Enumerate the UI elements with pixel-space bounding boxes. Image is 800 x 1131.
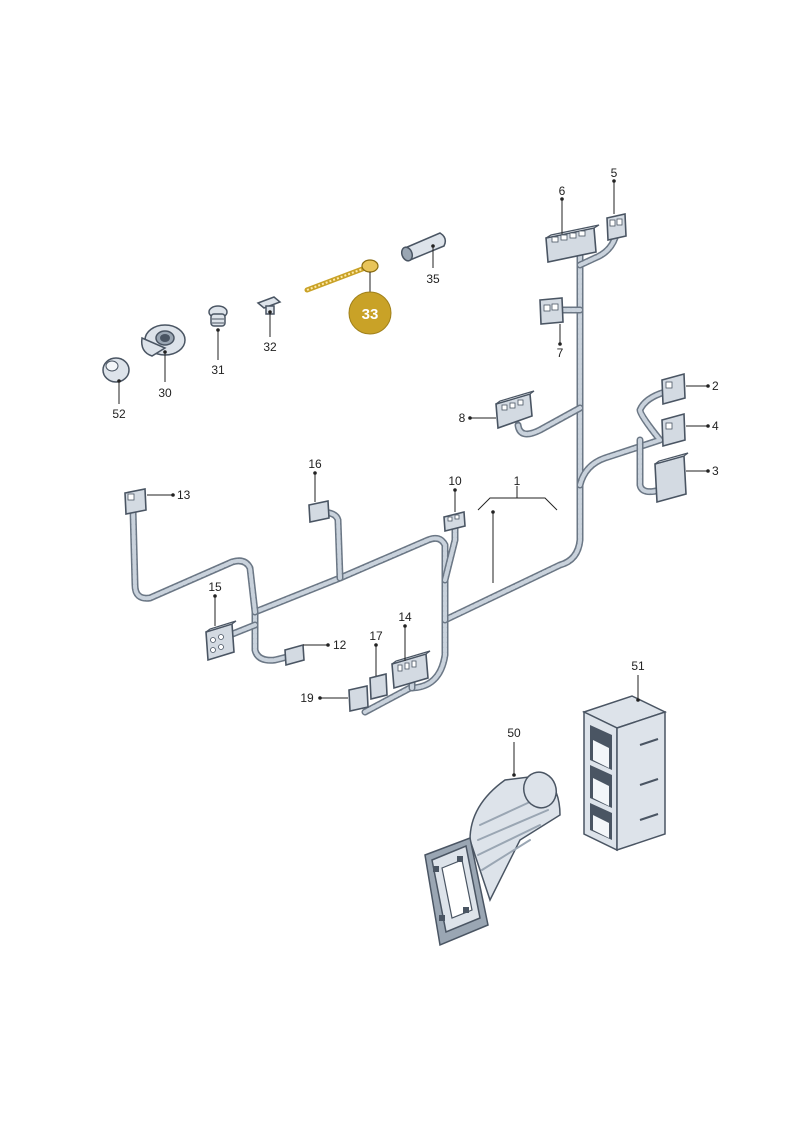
connector-6 — [545, 224, 600, 263]
cap-52 — [102, 357, 130, 383]
callout-15: 15 — [208, 580, 222, 594]
connector-13 — [124, 488, 147, 515]
callout-6: 6 — [559, 184, 566, 198]
callout-30: 30 — [158, 386, 172, 400]
callout-17: 17 — [369, 629, 383, 643]
connector-3 — [654, 452, 689, 504]
grommet-30 — [140, 324, 186, 357]
connector-7 — [539, 297, 564, 325]
connector-10 — [443, 510, 466, 533]
cable-tie-33 — [304, 259, 379, 293]
callout-33-label: 33 — [362, 306, 379, 323]
callout-19: 19 — [300, 691, 314, 705]
callout-2: 2 — [712, 379, 719, 393]
callout-labels: 1 2 3 4 5 6 7 8 10 12 13 14 15 16 17 19 … — [112, 166, 719, 740]
tube-35 — [400, 232, 447, 262]
callout-leaders — [117, 179, 710, 777]
boot-50 — [424, 771, 561, 947]
callout-8: 8 — [459, 411, 466, 425]
connector-2 — [661, 372, 686, 406]
callout-5: 5 — [611, 166, 618, 180]
connector-8 — [495, 390, 535, 430]
connector-12 — [284, 643, 305, 667]
highlight-callout-33[interactable]: 33 — [348, 291, 392, 335]
callout-50: 50 — [507, 726, 521, 740]
callout-35: 35 — [426, 272, 440, 286]
callout-14: 14 — [398, 610, 412, 624]
callout-1: 1 — [514, 474, 521, 488]
callout-7: 7 — [557, 346, 564, 360]
holder-51 — [582, 695, 667, 852]
connector-15 — [205, 620, 237, 662]
connector-19 — [348, 685, 369, 712]
connector-17 — [369, 672, 388, 701]
callout-51: 51 — [631, 659, 645, 673]
connector-14 — [391, 650, 431, 690]
callout-3: 3 — [712, 464, 719, 478]
callout-52: 52 — [112, 407, 126, 421]
callout-13: 13 — [177, 488, 191, 502]
connector-16 — [308, 500, 330, 523]
connector-5 — [606, 213, 627, 241]
clip-32 — [256, 296, 282, 315]
callout-12: 12 — [333, 638, 347, 652]
callout-31: 31 — [211, 363, 225, 377]
connector-4 — [661, 412, 686, 448]
stud-31 — [208, 305, 228, 327]
callout-16: 16 — [308, 457, 322, 471]
callout-4: 4 — [712, 419, 719, 433]
callout-10: 10 — [448, 474, 462, 488]
callout-32: 32 — [263, 340, 277, 354]
